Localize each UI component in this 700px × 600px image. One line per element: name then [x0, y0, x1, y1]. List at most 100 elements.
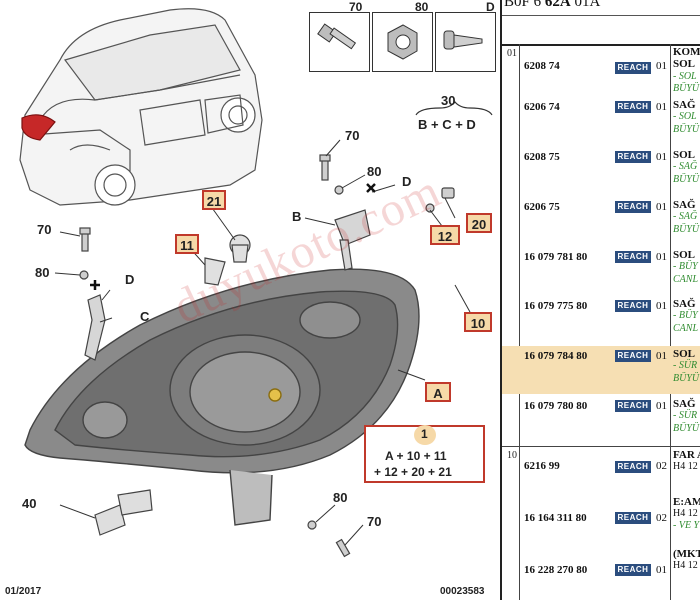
label-b: B — [292, 209, 302, 224]
desc-line-3: BÜYÜ — [673, 423, 700, 434]
desc-line-2: - SAĞ — [673, 161, 698, 172]
desc-line-3: CANL — [673, 274, 699, 285]
rivet-d-icon — [443, 30, 483, 50]
table-row[interactable]: 6206 75 REACH 01 SAĞ - SAĞ BÜYÜ — [502, 197, 700, 245]
reach-badge: REACH — [615, 201, 651, 213]
table-row[interactable]: 16 164 311 80 REACH 02 E:AM H4 12 - VE Y — [502, 496, 700, 556]
table-row[interactable]: 6206 74 REACH 01 SAĞ - SOL BÜYÜ — [502, 97, 700, 145]
clip-40 — [94, 489, 153, 536]
quantity: 01 — [656, 400, 667, 412]
desc-line-1: E:AM — [673, 496, 700, 508]
label-c: C — [140, 309, 150, 324]
desc-line-2: H4 12 — [673, 560, 698, 571]
desc-line-3: BÜYÜ — [673, 124, 700, 135]
part-number: 6208 74 — [524, 60, 560, 72]
desc-line-1: SOL — [673, 149, 696, 161]
bracket-b — [334, 209, 371, 271]
reach-badge: REACH — [615, 400, 651, 412]
desc-line-2: - SÜR — [673, 360, 698, 371]
assembly-equation-box: 1 A + 10 + 11 + 12 + 20 + 21 — [364, 425, 485, 483]
bulb-parts — [204, 234, 251, 286]
callout-11: 11 — [175, 234, 199, 254]
callout-12: 12 — [430, 225, 460, 245]
parts-diagram: 70 80 D 70 80 D B 70 80 D C 40 80 70 30 … — [5, 0, 498, 597]
label-70-top: 70 — [345, 128, 360, 143]
fastener-num-80: 80 — [415, 0, 429, 14]
part-number: 16 079 775 80 — [524, 300, 588, 312]
desc-line-1: KOM — [673, 46, 700, 58]
group-label-10: 10 — [507, 450, 517, 461]
desc-line-1: (MKT — [673, 548, 700, 560]
desc-line-2: - BÜY — [673, 261, 698, 272]
desc-line-3: BÜYÜ — [673, 174, 700, 185]
desc-line-3: BÜYÜ — [673, 373, 700, 384]
fasteners-panel: 70 80 D — [305, 0, 498, 74]
reach-badge: REACH — [615, 251, 651, 263]
fastener-cell-80 — [372, 12, 433, 72]
reach-badge: REACH — [615, 62, 651, 74]
table-row[interactable]: 16 079 775 80 REACH 01 SAĞ - BÜY CANL — [502, 296, 700, 344]
desc-line-2: H4 12 — [673, 508, 698, 519]
label-d-left: D — [125, 272, 135, 287]
assembly-line-2: + 12 + 20 + 21 — [374, 465, 452, 479]
desc-line-3: - VE Y — [673, 520, 700, 531]
part-number: 16 079 780 80 — [524, 400, 588, 412]
group-label-01: 01 — [507, 48, 517, 59]
desc-line-1: SOL — [673, 348, 696, 360]
fastener-num-d: D — [486, 0, 495, 14]
table-row[interactable]: 6208 75 REACH 01 SOL - SAĞ BÜYÜ — [502, 147, 700, 195]
header-bold: 62A — [544, 0, 571, 10]
desc-line-2: - SOL — [673, 111, 697, 122]
table-row-highlighted[interactable]: 16 079 784 80 REACH 01 SOL - SÜR BÜYÜ — [502, 346, 700, 394]
quantity: 02 — [656, 460, 667, 472]
table-row[interactable]: 16 079 780 80 REACH 01 SAĞ - SÜR BÜYÜ — [502, 396, 700, 444]
plus-marks — [90, 280, 100, 290]
quantity: 01 — [656, 201, 667, 213]
desc-line-1: SAĞ — [673, 99, 696, 111]
quantity: 01 — [656, 101, 667, 113]
reach-badge: REACH — [615, 300, 651, 312]
column-divider-2 — [670, 44, 671, 600]
fastener-cell-d — [435, 12, 496, 72]
desc-line-4: BÜYÜ — [673, 83, 700, 94]
diagram-date: 01/2017 — [5, 586, 42, 597]
table-row[interactable]: 16 079 781 80 REACH 01 SOL - BÜY CANL — [502, 247, 700, 295]
desc-line-1: FAR A — [673, 449, 700, 461]
callout-20: 20 — [466, 213, 492, 233]
quantity: 01 — [656, 151, 667, 163]
table-row[interactable]: 16 228 270 80 REACH 01 (MKT H4 12 — [502, 548, 700, 600]
label-d-top: D — [402, 174, 412, 189]
part-number: 6216 99 — [524, 460, 560, 472]
part-number: 6208 75 — [524, 151, 560, 163]
headlamp-body — [24, 268, 420, 526]
reach-badge: REACH — [615, 564, 651, 576]
reach-badge: REACH — [615, 461, 651, 473]
reach-badge: REACH — [615, 512, 651, 524]
desc-line-2: - BÜY — [673, 310, 698, 321]
callout-21: 21 — [202, 190, 226, 210]
label-80-bottom: 80 — [333, 490, 348, 505]
quantity: 01 — [656, 350, 667, 362]
fastener-cell-70 — [309, 12, 370, 72]
exploded-view-drawing — [19, 8, 493, 558]
header-suffix: 01A — [570, 0, 601, 10]
quantity: 01 — [656, 300, 667, 312]
desc-line-2: - SAĞ — [673, 211, 698, 222]
quantity: 01 — [656, 251, 667, 263]
table-row[interactable]: 6208 74 REACH 01 KOM SOL - SOL BÜYÜ — [502, 44, 700, 94]
label-80-left: 80 — [35, 265, 50, 280]
label-70-left: 70 — [37, 222, 52, 237]
group-divider — [502, 446, 700, 447]
desc-line-1: SAĞ — [673, 298, 696, 310]
eq30-formula: B + C + D — [418, 117, 476, 132]
header-prefix: B0F 6 — [504, 0, 545, 10]
part-number: 16 228 270 80 — [524, 564, 588, 576]
leader-lines — [54, 139, 471, 546]
car-illustration — [19, 8, 263, 206]
table-row[interactable]: 6216 99 REACH 02 FAR A H4 12 — [502, 449, 700, 503]
desc-line-2: SOL — [673, 58, 696, 70]
desc-line-1: SAĞ — [673, 398, 696, 410]
label-80-top: 80 — [367, 164, 382, 179]
label-40: 40 — [22, 496, 37, 511]
part-number: 6206 75 — [524, 201, 560, 213]
